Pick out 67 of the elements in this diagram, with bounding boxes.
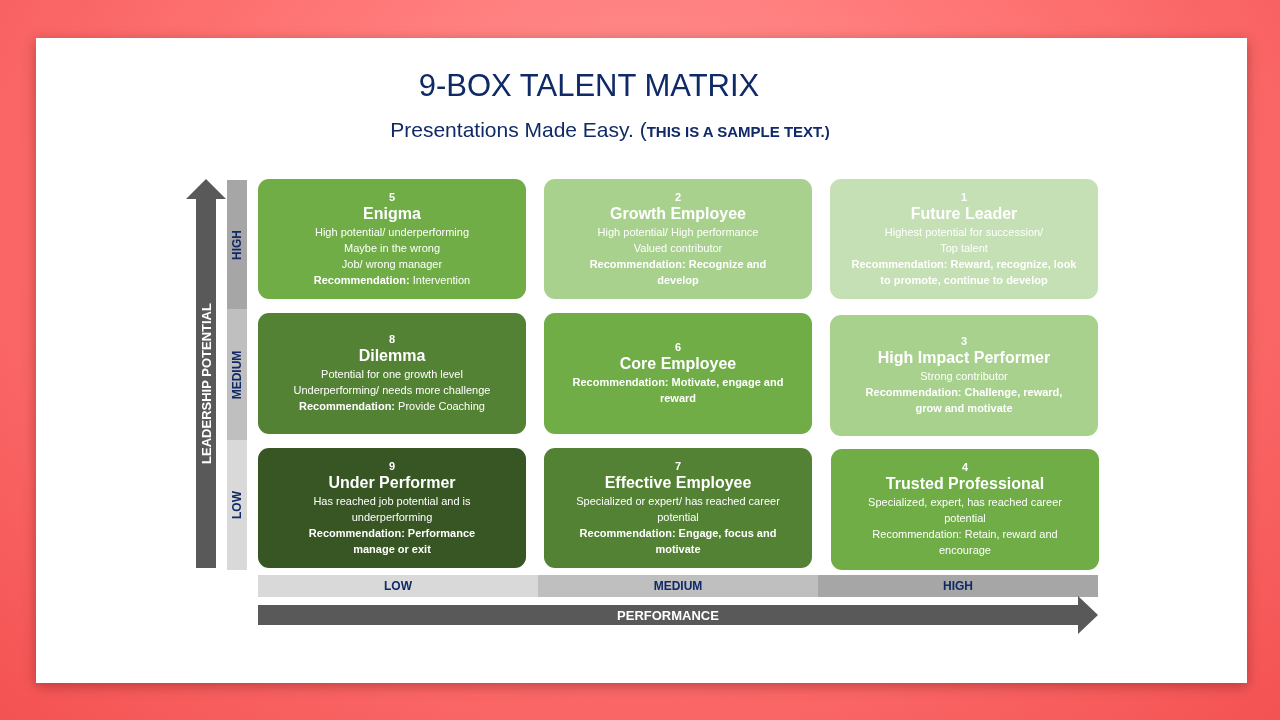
card-title: Core Employee — [619, 354, 737, 373]
description-text: Job/ wrong manager — [341, 256, 443, 272]
talent-card — [830, 315, 1098, 436]
recommendation-text: Recommendation: Motivate, engage and reward — [571, 375, 785, 406]
rank-number: 3 — [960, 335, 968, 348]
card-title: Future Leader — [910, 203, 1018, 223]
card-title: High Impact Performer — [877, 348, 1051, 367]
axis-level-label: HIGH — [943, 579, 973, 593]
axis-level-band — [227, 309, 247, 440]
axis-level-band — [258, 575, 538, 597]
recommendation-text: Recommendation: Retain, reward and encourage — [871, 527, 1059, 558]
description-text: Has reached job potential and is underperforming — [312, 493, 472, 525]
description-text: Strong contributor — [920, 369, 1008, 384]
rank-number: 6 — [674, 341, 682, 354]
recommendation-text: Recommendation: Intervention — [313, 272, 471, 288]
recommendation-text: Recommendation: Reward, recognize, look to promote, continue to develop — [850, 256, 1078, 288]
axis-level-band — [227, 180, 247, 309]
axis-level-band — [538, 575, 818, 597]
description-text: High potential/ High performance — [597, 224, 759, 240]
axis-level-label: HIGH — [230, 229, 244, 260]
talent-card — [544, 313, 812, 434]
axis-level-label: LOW — [384, 579, 412, 593]
rank-number: 2 — [674, 190, 682, 204]
subtitle: Presentations Made Easy. (THIS IS A SAMPLE TEXT.) — [390, 117, 830, 143]
rank-number: 1 — [960, 190, 968, 204]
axis-arrow — [258, 596, 1098, 634]
card-title: Under Performer — [328, 472, 456, 492]
talent-card — [831, 449, 1099, 570]
recommendation-text: Recommendation: Provide Coaching — [299, 399, 485, 414]
card-title: Trusted Professional — [885, 474, 1045, 493]
description-text: Underperforming/ needs more challenge — [293, 383, 491, 398]
rank-number: 9 — [388, 459, 396, 473]
description-text: Top talent — [940, 240, 988, 256]
description-text: Highest potential for succession/ — [884, 224, 1044, 240]
talent-card — [258, 448, 526, 568]
rank-number: 8 — [388, 333, 396, 346]
axis-level-label: LOW — [230, 491, 244, 519]
rank-number: 5 — [388, 190, 396, 204]
description-text: Specialized, expert, has reached career potential — [867, 495, 1063, 526]
axis-level-band — [818, 575, 1098, 597]
card-title: Effective Employee — [604, 472, 752, 492]
axis-level-band — [227, 440, 247, 570]
rank-number: 4 — [961, 461, 969, 474]
talent-card — [544, 179, 812, 299]
recommendation-text: Recommendation: Engage, focus and motivate — [578, 525, 778, 557]
diagram-title: 9-BOX TALENT MATRIX — [418, 68, 760, 104]
axis-level-label: MEDIUM — [653, 579, 703, 593]
description-text: Potential for one growth level — [321, 367, 463, 382]
card-title: Growth Employee — [610, 203, 746, 223]
axis-arrow — [186, 179, 226, 568]
axis-title: LEADERSHIP POTENTIAL — [198, 303, 214, 464]
recommendation-text: Recommendation: Performance manage or exit — [307, 525, 477, 557]
card-title: Enigma — [363, 203, 421, 223]
talent-card — [830, 179, 1098, 299]
axis-level-label: MEDIUM — [230, 350, 244, 399]
description-text: Valued contributor — [633, 240, 723, 256]
description-text: High potential/ underperforming — [314, 224, 470, 240]
recommendation-text: Recommendation: Recognize and develop — [588, 256, 768, 288]
axis-title: PERFORMANCE — [617, 607, 719, 623]
card-title: Dilemma — [358, 346, 426, 365]
talent-card — [258, 313, 526, 434]
recommendation-text: Recommendation: Challenge, reward, grow and motivate — [864, 385, 1064, 416]
rank-number: 7 — [674, 459, 682, 473]
talent-card — [544, 448, 812, 568]
description-text: Maybe in the wrong — [344, 240, 440, 256]
talent-card — [258, 179, 526, 299]
description-text: Specialized or expert/ has reached career potential — [575, 493, 781, 525]
